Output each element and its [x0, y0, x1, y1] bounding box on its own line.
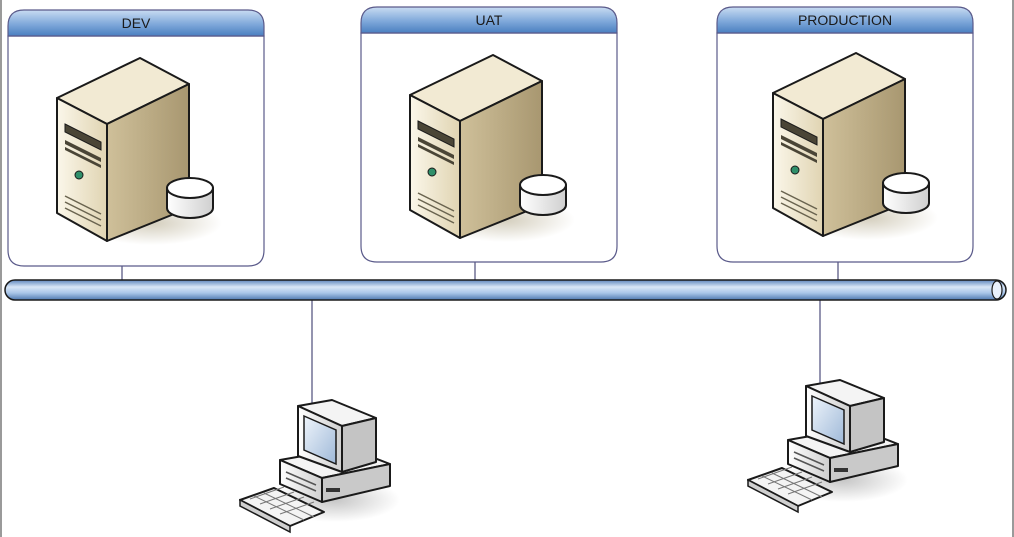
dev-environment-frame: DEV [7, 9, 265, 267]
workstation-2-desktop-computer-icon [747, 379, 909, 513]
production-environment-frame: PRODUCTION [716, 6, 974, 263]
network-bus-icon [4, 279, 1007, 301]
uat-environment-frame: UAT [360, 6, 618, 263]
dev-label: DEV [122, 15, 151, 31]
workstation-1-desktop-computer-icon [239, 399, 401, 533]
uat-label: UAT [476, 12, 503, 28]
production-label: PRODUCTION [798, 12, 892, 28]
